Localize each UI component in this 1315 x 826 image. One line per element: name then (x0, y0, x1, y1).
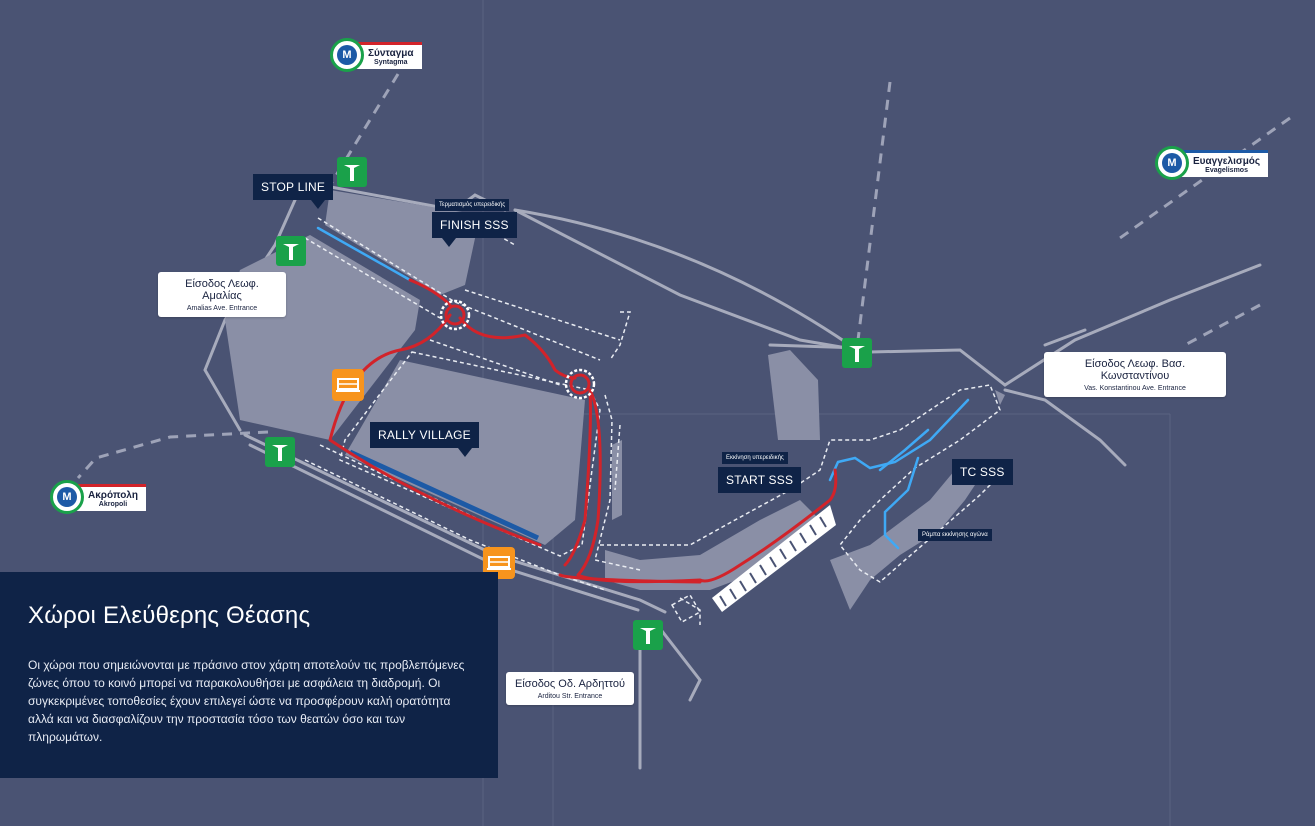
panel-title: Χώροι Ελεύθερης Θέασης (28, 602, 311, 629)
entrance-gate-icon (337, 157, 367, 187)
entrance-konstantinou-en: Vas. Konstantinou Ave. Entrance (1084, 385, 1186, 392)
entrance-amalias-gr: Είσοδος Λεωφ. Αμαλίας (185, 278, 259, 302)
metro-syntagma-gr: Σύνταγμα (368, 47, 414, 59)
finish-note: Τερματισμός υπερειδικής (435, 199, 510, 211)
grandstand-icon (332, 369, 364, 401)
red-route (328, 278, 838, 584)
metro-icon: M (1155, 146, 1189, 180)
entrance-gate-icon (265, 437, 295, 467)
metro-evagelismos-gr: Ευαγγελισμός (1193, 155, 1261, 167)
roundabouts (439, 299, 596, 400)
metro-akropoli-gr: Ακρόπολη (88, 489, 138, 501)
metro-icon: M (330, 38, 364, 72)
metro-akropoli-box: Ακρόπολη Akropoli (76, 483, 146, 511)
metro-syntagma-box: Σύνταγμα Syntagma (356, 41, 422, 69)
finish-sss-pointer (442, 238, 456, 247)
panel-body: Οι χώροι που σημειώνονται με πράσινο στο… (28, 658, 465, 744)
finish-sss-label: FINISH SSS (440, 218, 509, 232)
entrance-arditou-gr: Είσοδος Οδ. Αρδηττού (515, 678, 625, 690)
start-area-outline (670, 593, 702, 624)
start-ramp-hatch (712, 505, 836, 612)
metro-syntagma-en: Syntagma (374, 58, 408, 66)
start-sss-callout: START SSS (718, 467, 802, 493)
metro-akropoli-en: Akropoli (98, 500, 128, 508)
tc-sss-label: TC SSS (960, 465, 1005, 479)
grandstand-icon (483, 547, 515, 579)
ramp-note: Ράμπα εκκίνησης αγώνα (918, 529, 992, 541)
blue-route (316, 226, 970, 550)
start-note: Εκκίνηση υπερειδικής (722, 452, 788, 464)
entrance-konstantinou-label: Είσοδος Λεωφ. Βασ. Κωνσταντίνου Vas. Kon… (1044, 352, 1226, 397)
metro-icon: M (50, 480, 84, 514)
stop-line-label: STOP LINE (261, 180, 326, 194)
entrance-arditou-label: Είσοδος Οδ. Αρδηττού Arditou Str. Entran… (506, 672, 634, 705)
tc-sss-callout: TC SSS (952, 459, 1013, 485)
entrance-amalias-en: Amalias Ave. Entrance (186, 305, 258, 312)
metro-evagelismos-en: Evagelismos (1205, 166, 1248, 174)
metro-akropoli: M Ακρόπολη Akropoli (50, 480, 146, 514)
metro-syntagma: M Σύνταγμα Syntagma (330, 38, 422, 72)
entrance-gate-icon (842, 338, 872, 368)
finish-sss-callout: FINISH SSS (432, 212, 517, 247)
entrance-gate-icon (633, 620, 663, 650)
rally-village-label: RALLY VILLAGE (378, 428, 471, 442)
info-panel: Χώροι Ελεύθερης Θέασης Οι χώροι που σημε… (0, 572, 498, 778)
metro-evagelismos-box: Ευαγγελισμός Evagelismos (1181, 149, 1269, 177)
entrance-amalias-label: Είσοδος Λεωφ. Αμαλίας Amalias Ave. Entra… (158, 272, 286, 317)
metro-evagelismos: M Ευαγγελισμός Evagelismos (1155, 146, 1269, 180)
entrance-konstantinou-gr: Είσοδος Λεωφ. Βασ. Κωνσταντίνου (1084, 358, 1186, 382)
entrance-arditou-en: Arditou Str. Entrance (537, 693, 603, 700)
stop-line-pointer (311, 200, 325, 209)
stop-line-callout: STOP LINE (253, 174, 334, 209)
rally-village-callout: RALLY VILLAGE (370, 422, 479, 457)
rally-village-edge (348, 449, 540, 541)
rally-village-pointer (458, 448, 472, 457)
entrance-gate-icon (276, 236, 306, 266)
start-sss-label: START SSS (726, 473, 794, 487)
